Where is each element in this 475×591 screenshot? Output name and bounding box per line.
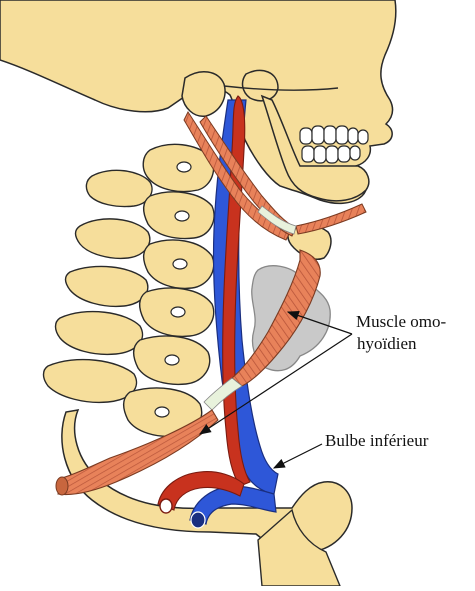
label-muscle-omohyoid-line1: Muscle omo- bbox=[356, 312, 447, 331]
mastoid bbox=[181, 71, 226, 117]
digastric-anterior-belly bbox=[295, 203, 367, 235]
pointer-line-bulbe bbox=[272, 443, 323, 469]
cervical-spine bbox=[42, 143, 215, 438]
omohyoid-superior-belly bbox=[231, 249, 321, 387]
vein-lumen bbox=[190, 511, 206, 529]
lower-teeth bbox=[301, 145, 361, 164]
mandible bbox=[260, 94, 370, 202]
condyle bbox=[241, 69, 279, 102]
upper-teeth bbox=[299, 125, 369, 145]
subclavian-artery bbox=[157, 471, 245, 511]
omohyoid-tendon bbox=[203, 377, 243, 411]
zygomatic-arch bbox=[223, 85, 339, 91]
artery-lumen bbox=[159, 498, 173, 514]
digastric-muscle bbox=[199, 115, 297, 237]
omohyoid-inferior-belly bbox=[57, 409, 219, 496]
subclavian-vein bbox=[189, 485, 277, 525]
label-muscle-omohyoid-line2: hyoïdien bbox=[357, 334, 417, 353]
clavicle bbox=[61, 409, 353, 554]
vertebral-foramina bbox=[154, 161, 192, 418]
pointer-line-inferior bbox=[198, 333, 353, 435]
omohyoid-cut-end bbox=[55, 476, 69, 496]
pointer-line-superior bbox=[286, 310, 353, 335]
skull bbox=[0, 0, 397, 205]
digastric-tendon bbox=[257, 205, 297, 235]
label-bulbe-inferieur: Bulbe inférieur bbox=[325, 431, 429, 450]
